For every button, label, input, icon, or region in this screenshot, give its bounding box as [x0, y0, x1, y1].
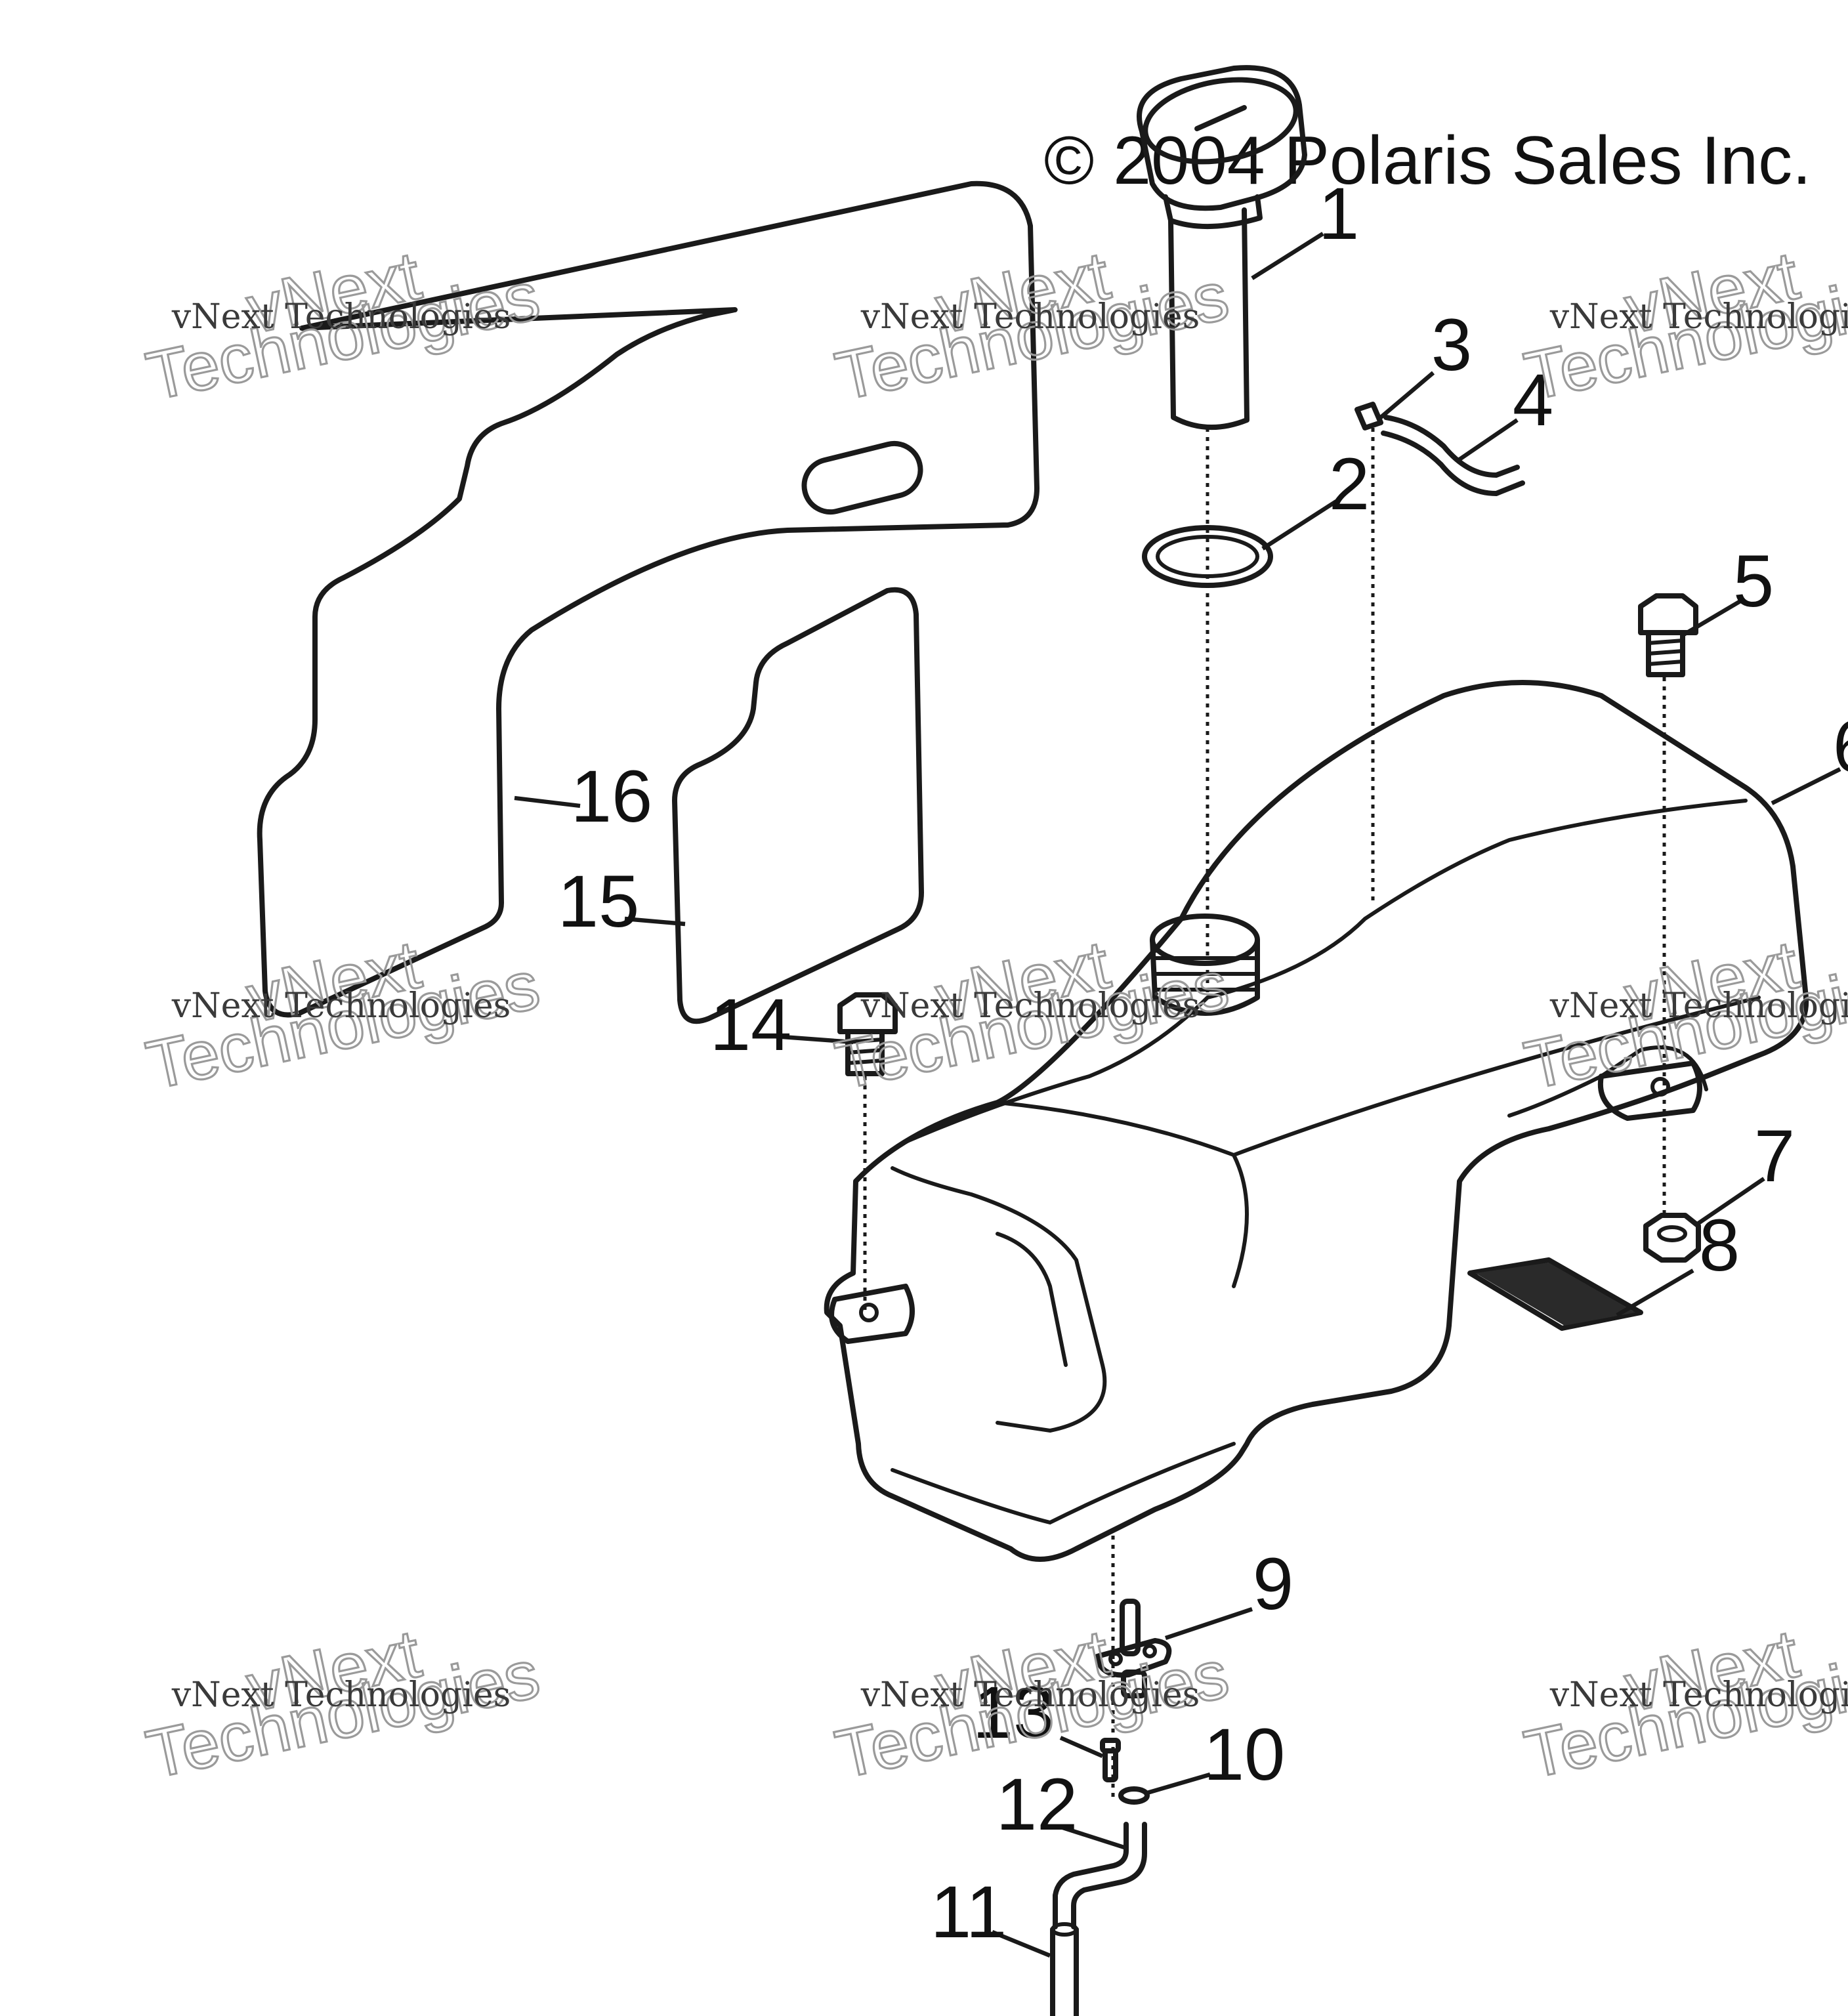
- part-4-vent-hose: [1381, 415, 1525, 496]
- svg-text:vNext Technologies: vNext Technologies: [1549, 986, 1848, 1026]
- svg-text:vNext Technologies: vNext Technologies: [860, 297, 1200, 337]
- svg-text:vNext Technologies: vNext Technologies: [171, 1675, 511, 1715]
- callout-1: 1: [1318, 173, 1359, 255]
- copyright-notice: © 2004 Polaris Sales Inc.: [1044, 123, 1811, 199]
- callout-11: 11: [931, 1871, 1007, 1953]
- leader-lines: [514, 232, 1841, 1958]
- callout-labels: 1 2 3 4 5 6 7 8 9 10 11 12 13 14 15 16: [558, 173, 1848, 1953]
- svg-text:vNext Technologies: vNext Technologies: [171, 986, 511, 1026]
- part-3-vent-fitting: [1354, 402, 1383, 430]
- callout-14: 14: [710, 984, 792, 1066]
- svg-text:vNext Technologies: vNext Technologies: [171, 297, 511, 337]
- svg-text:vNext Technologies: vNext Technologies: [1549, 1675, 1848, 1715]
- part-12-fuel-line-elbow: [1053, 1822, 1147, 1929]
- callout-10: 10: [1204, 1713, 1286, 1796]
- part-13-screw: [1100, 1738, 1121, 1782]
- callout-9: 9: [1253, 1543, 1293, 1625]
- callout-12: 12: [996, 1763, 1078, 1845]
- callout-3: 3: [1431, 304, 1472, 386]
- part-8-pad-strip: [1467, 1257, 1643, 1331]
- part-7-nut: [1643, 1213, 1701, 1263]
- part-14-bolt: [837, 992, 898, 1076]
- part-6-fuel-tank: [824, 680, 1809, 1562]
- part-15-pad: [672, 587, 924, 1024]
- part-9-fuel-fitting: [1095, 1599, 1172, 1698]
- callout-8: 8: [1699, 1204, 1740, 1286]
- watermark-bottom-left: vNext Technologies vNext Technologies: [139, 1614, 547, 1794]
- callout-13: 13: [973, 1671, 1055, 1754]
- svg-text:vNext Technologies: vNext Technologies: [860, 986, 1200, 1026]
- part-2-o-ring: [1142, 525, 1273, 588]
- svg-text:vNext Technologies: vNext Technologies: [1549, 297, 1848, 337]
- part-1-filler-cap: [1137, 65, 1307, 430]
- callout-2: 2: [1329, 443, 1370, 525]
- part-10-washer: [1118, 1786, 1150, 1805]
- watermark-middle-left: vNext Technologies vNext Technologies: [139, 925, 547, 1105]
- callout-5: 5: [1733, 540, 1774, 622]
- callout-16: 16: [571, 755, 653, 837]
- watermark-middle-right: vNext Technologies vNext Technologies: [1517, 925, 1848, 1105]
- callout-7: 7: [1754, 1115, 1795, 1197]
- watermark-top-right: vNext Technologies vNext Technologies: [1517, 236, 1848, 416]
- callout-6: 6: [1833, 705, 1848, 788]
- watermark-bottom-center: vNext Technologies vNext Technologies: [828, 1614, 1236, 1794]
- callout-15: 15: [558, 860, 640, 942]
- part-5-bolt: [1638, 593, 1698, 677]
- part-11-fuel-line: [1050, 1922, 1079, 2016]
- watermark-bottom-right: vNext Technologies vNext Technologies: [1517, 1614, 1848, 1794]
- callout-4: 4: [1513, 359, 1553, 441]
- watermark-top-left: vNext Technologies vNext Technologies: [139, 236, 547, 416]
- svg-text:vNext Technologies: vNext Technologies: [860, 1675, 1200, 1715]
- part-16-heat-shield: [257, 180, 1040, 1018]
